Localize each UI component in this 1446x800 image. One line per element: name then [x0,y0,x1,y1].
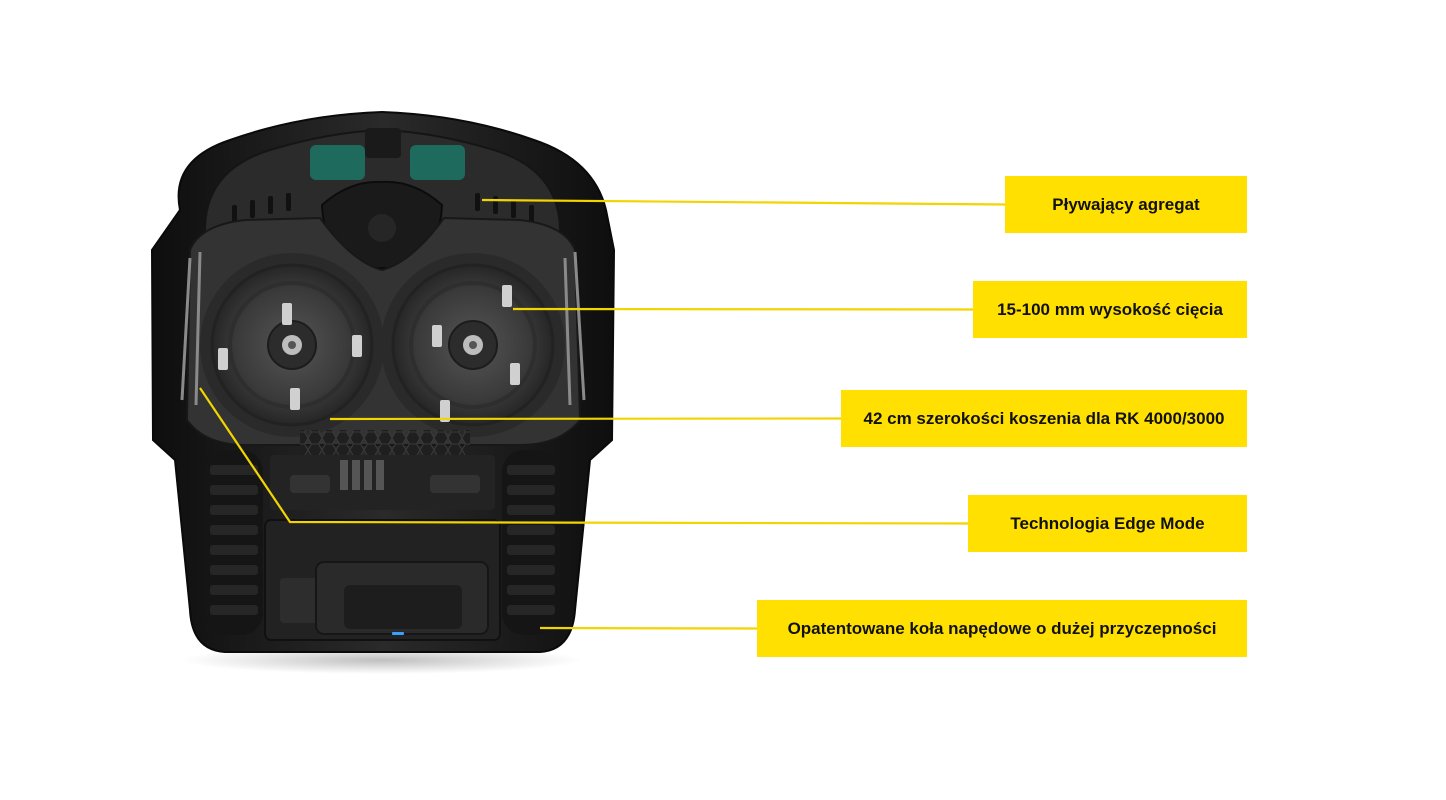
callout-drive-wheels: Opatentowane koła napędowe o dużej przyc… [757,600,1247,657]
callout-cutting-height-leader [512,307,974,311]
callout-mowing-width-leader [329,417,842,421]
drive-wheel-left [205,450,263,635]
rear-mechanism [270,455,495,510]
callout-floating-deck-leader [481,198,1006,206]
teal-cover-right [410,145,465,180]
callout-mowing-width: 42 cm szerokości koszenia dla RK 4000/30… [841,390,1247,447]
drive-wheel-right [502,450,560,635]
callout-edge-mode: Technologia Edge Mode [968,495,1247,552]
blade-disc-right [381,253,565,437]
side-guide-rods [180,251,586,406]
callout-drive-wheels-leader [539,626,758,630]
callout-cutting-height: 15-100 mm wysokość cięcia [973,281,1247,338]
callout-floating-deck: Pływający agregat [1005,176,1247,233]
blade-disc-left [200,253,384,437]
top-bracket [365,128,401,158]
vent-slots [232,193,534,223]
teal-cover-left [310,145,365,180]
battery-housing [264,519,501,641]
callout-edge-mode-leader [199,387,969,525]
